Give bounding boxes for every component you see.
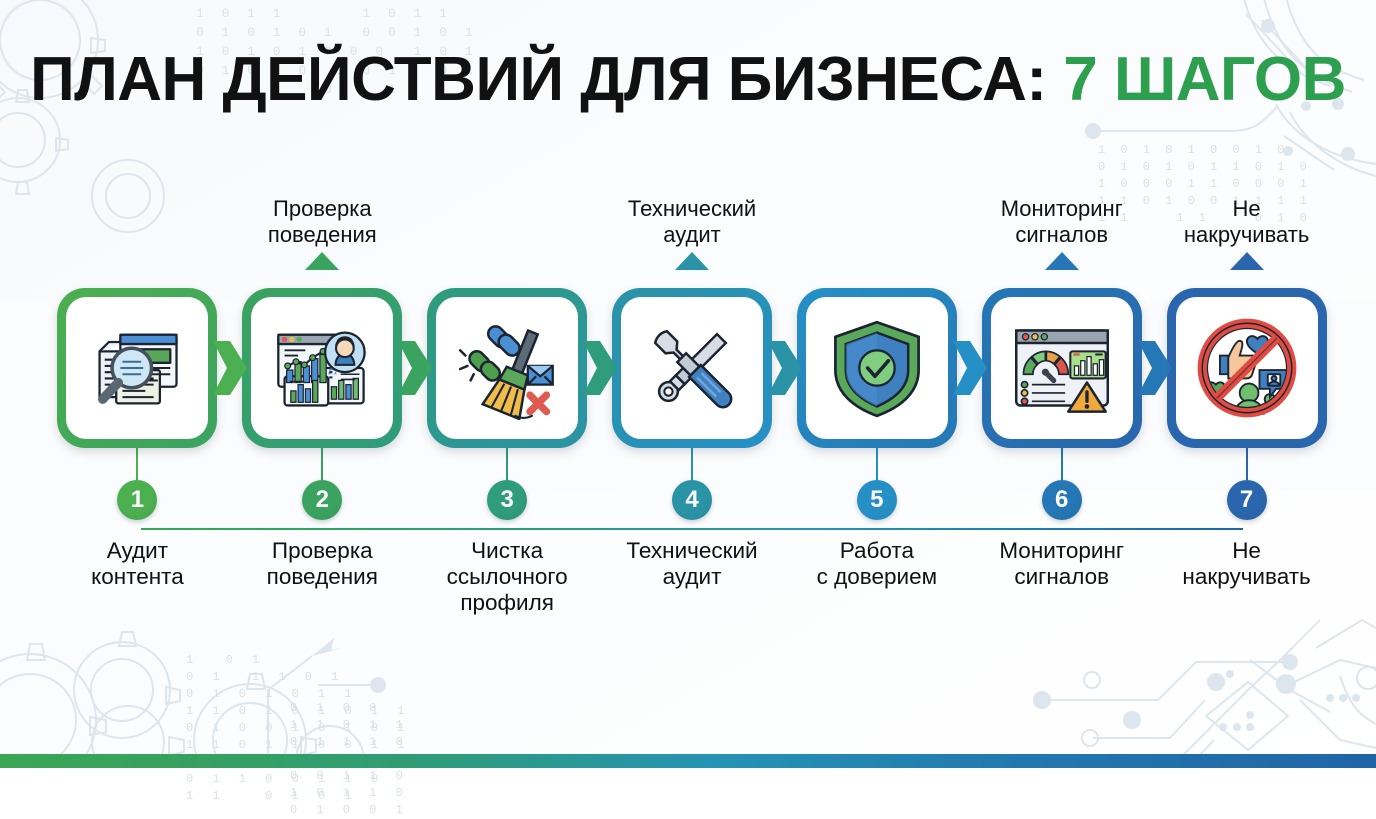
binary-decor-top-left: 1 0 1 1 1 0 1 1 0 1 0 1 0 1 0 0 1 0 1 1 … xyxy=(196,6,478,97)
step-number-badge-6[interactable]: 6 xyxy=(1041,480,1082,520)
step-connector-arrow-5 xyxy=(952,341,987,395)
step-icon-no-fake-engagement-icon xyxy=(1175,297,1318,439)
step-top-label-text-2: Проверка поведения xyxy=(267,196,377,247)
circuit-trace-top-right xyxy=(1093,105,1279,132)
step-card-4[interactable] xyxy=(612,288,802,448)
step-number-badge-1[interactable]: 1 xyxy=(117,480,158,520)
step-card-frame-5 xyxy=(796,288,957,448)
gear-decor-top-left xyxy=(0,0,165,233)
step-bottom-label-5: Работа с доверием xyxy=(816,538,938,589)
circuit-decor-top-right xyxy=(1243,0,1376,177)
step-bottom-label-7: Не накручивать xyxy=(1182,538,1311,589)
step-icon-wrench-screwdriver-icon xyxy=(621,297,763,439)
circuit-nodes-bottom-right xyxy=(1033,654,1360,731)
step-number-text-7: 7 xyxy=(1239,486,1254,513)
circuit-open-nodes xyxy=(1081,666,1376,747)
step-card-6[interactable] xyxy=(981,288,1172,448)
step-pointer-triangle-2 xyxy=(305,252,340,270)
step-connector-arrow-3 xyxy=(583,341,618,395)
step-bottom-label-6: Мониторинг сигналов xyxy=(999,538,1125,589)
binary-decor-top-right: 1 0 1 0 1 0 0 1 0 0 1 0 1 0 1 1 0 1 0 1 … xyxy=(1098,143,1311,225)
step-connector-arrow-1 xyxy=(213,341,248,395)
step-pointer-triangle-6 xyxy=(1044,252,1079,270)
step-card-frame-6 xyxy=(981,288,1142,448)
step-number-text-6: 6 xyxy=(1055,486,1069,513)
step-number-badge-3[interactable]: 3 xyxy=(487,480,528,520)
step-connector-arrow-2 xyxy=(398,341,433,395)
page-title: ПЛАН ДЕЙСТВИЙ ДЛЯ БИЗНЕСА: 7 ШАГОВ xyxy=(0,44,1376,115)
step-top-label-4: Технический аудит xyxy=(600,196,785,288)
step-card-frame-7 xyxy=(1166,288,1327,448)
step-card-7[interactable] xyxy=(1166,288,1327,448)
step-card-5[interactable] xyxy=(796,288,987,448)
step-number-badge-2[interactable]: 2 xyxy=(302,480,343,520)
arrow-head-decor xyxy=(312,638,343,656)
step-top-label-text-6: Мониторинг сигналов xyxy=(1000,196,1123,247)
step-bottom-label-4: Технический аудит xyxy=(626,538,758,589)
step-top-label-text-4: Технический аудит xyxy=(627,196,757,247)
step-card-1[interactable] xyxy=(57,288,248,448)
step-card-frame-1 xyxy=(57,288,218,448)
circuit-decor-bottom-right xyxy=(1036,618,1376,768)
step-number-text-5: 5 xyxy=(870,486,884,513)
step-number-badge-4[interactable]: 4 xyxy=(672,480,712,520)
step-number-text-1: 1 xyxy=(130,486,145,513)
step-connector-arrow-6 xyxy=(1137,341,1172,395)
step-stem-2 xyxy=(321,448,324,480)
step-icon-content-audit-icon xyxy=(66,297,209,439)
step-bottom-label-1: Аудит контента xyxy=(91,538,184,589)
step-top-label-6: Мониторинг сигналов xyxy=(969,196,1154,288)
step-icon-monitoring-dashboard-icon xyxy=(990,297,1133,439)
step-number-badge-5[interactable]: 5 xyxy=(856,480,897,520)
step-pointer-triangle-4 xyxy=(675,252,709,270)
step-icon-shield-check-icon xyxy=(805,297,948,439)
step-card-frame-2 xyxy=(242,288,403,448)
step-card-3[interactable] xyxy=(427,288,618,448)
step-top-label-text-7: Не накручивать xyxy=(1183,196,1310,247)
step-number-text-4: 4 xyxy=(685,486,699,513)
step-icon-link-cleanup-broom-icon xyxy=(436,297,579,439)
step-card-frame-4 xyxy=(612,288,772,448)
page-title-main: ПЛАН ДЕЙСТВИЙ ДЛЯ БИЗНЕСА: xyxy=(30,45,1047,114)
step-number-text-2: 2 xyxy=(315,486,329,513)
step-stem-6 xyxy=(1060,448,1063,480)
step-stem-3 xyxy=(506,448,509,480)
timeline-rail xyxy=(141,528,1243,530)
step-pointer-triangle-7 xyxy=(1229,252,1264,270)
step-number-badge-7[interactable]: 7 xyxy=(1226,480,1267,520)
step-bottom-label-2: Проверка поведения xyxy=(266,538,378,589)
step-stem-5 xyxy=(875,448,878,480)
page-title-accent: 7 ШАГОВ xyxy=(1063,45,1346,114)
step-top-label-7: Не накручивать xyxy=(1154,196,1339,288)
step-top-label-2: Проверка поведения xyxy=(230,196,415,288)
step-bottom-label-3: Чистка ссылочного профиля xyxy=(446,538,568,615)
step-number-text-3: 3 xyxy=(500,486,514,513)
step-connector-arrow-4 xyxy=(768,341,802,395)
step-icon-behavior-analytics-icon xyxy=(251,297,394,439)
step-card-2[interactable] xyxy=(242,288,433,448)
step-stem-4 xyxy=(691,448,693,480)
step-stem-1 xyxy=(136,448,139,480)
step-stem-7 xyxy=(1245,448,1248,480)
step-7: Не накручивать 7 Не накручивать xyxy=(1154,196,1339,666)
step-card-frame-3 xyxy=(427,288,588,448)
circuit-nodes-top-right xyxy=(1261,19,1355,161)
bottom-accent-bar xyxy=(0,754,1376,768)
